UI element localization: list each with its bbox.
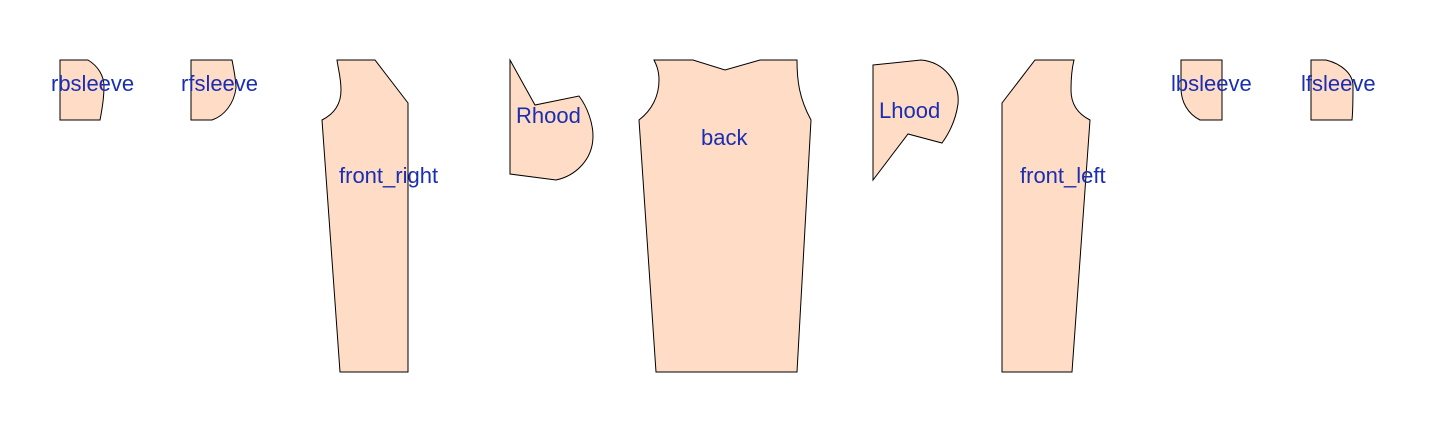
lfsleeve-label: lfsleeve: [1301, 71, 1376, 96]
pattern-piece-front-right: front_right: [321, 59, 438, 373]
pattern-piece-rhood: Rhood: [509, 58, 594, 181]
rfsleeve-shape: [190, 59, 237, 121]
pattern-piece-lbsleeve: lbsleeve: [1171, 59, 1252, 121]
rfsleeve-label: rfsleeve: [181, 71, 258, 96]
lhood-shape: [872, 59, 959, 182]
lbsleeve-shape: [1180, 59, 1223, 121]
lhood-label: Lhood: [879, 98, 940, 123]
front-left-shape: [1001, 59, 1091, 373]
pattern-piece-lfsleeve: lfsleeve: [1301, 59, 1376, 121]
lfsleeve-shape: [1310, 59, 1354, 121]
rbsleeve-label: rbsleeve: [51, 71, 134, 96]
pattern-piece-front-left: front_left: [1001, 59, 1106, 373]
pattern-piece-rbsleeve: rbsleeve: [51, 59, 134, 121]
rhood-shape: [509, 58, 594, 181]
rhood-label: Rhood: [516, 103, 581, 128]
pattern-piece-lhood: Lhood: [872, 59, 959, 182]
front-right-label: front_right: [339, 163, 438, 188]
front-right-shape: [321, 59, 409, 373]
pattern-piece-back: back: [638, 59, 812, 373]
pattern-piece-rfsleeve: rfsleeve: [181, 59, 258, 121]
lbsleeve-label: lbsleeve: [1171, 71, 1252, 96]
front-left-label: front_left: [1020, 163, 1106, 188]
rbsleeve-shape: [59, 59, 105, 121]
back-shape: [638, 59, 812, 373]
back-label: back: [701, 125, 748, 150]
